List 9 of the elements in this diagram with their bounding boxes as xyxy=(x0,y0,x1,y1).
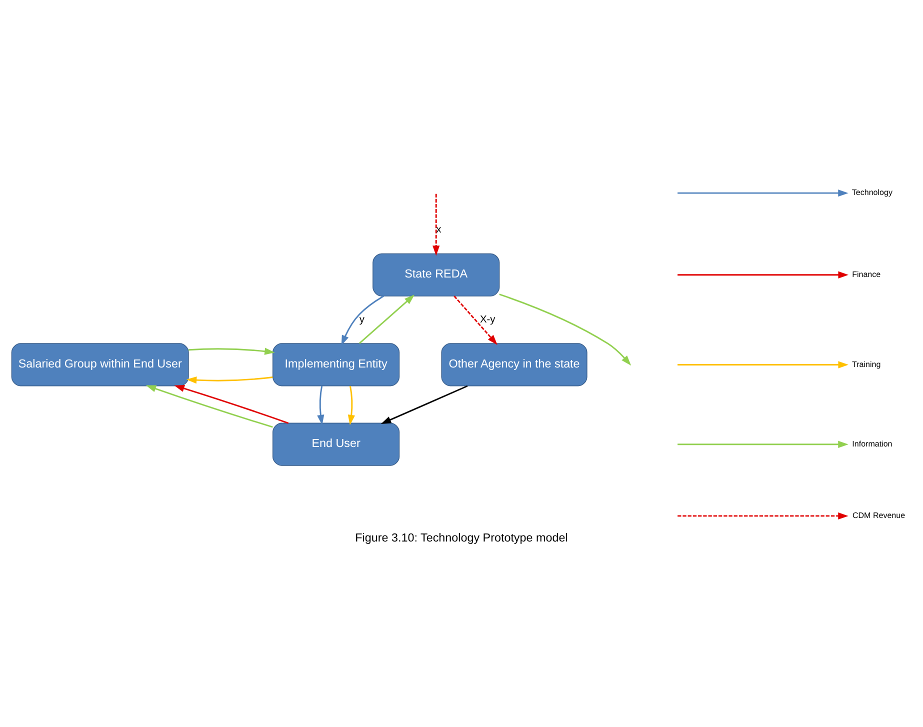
legend-label: Training xyxy=(852,359,881,368)
legend-label: Finance xyxy=(852,269,881,278)
legend-label: Technology xyxy=(852,188,892,197)
caption: Figure 3.10: Technology Prototype model xyxy=(355,530,568,544)
legend-label: Information xyxy=(852,438,892,448)
edge-label: X-y xyxy=(480,314,496,326)
edge-label: x xyxy=(436,224,442,236)
legend-label: CDM Revenue xyxy=(852,510,906,520)
edge-label: y xyxy=(359,314,365,326)
